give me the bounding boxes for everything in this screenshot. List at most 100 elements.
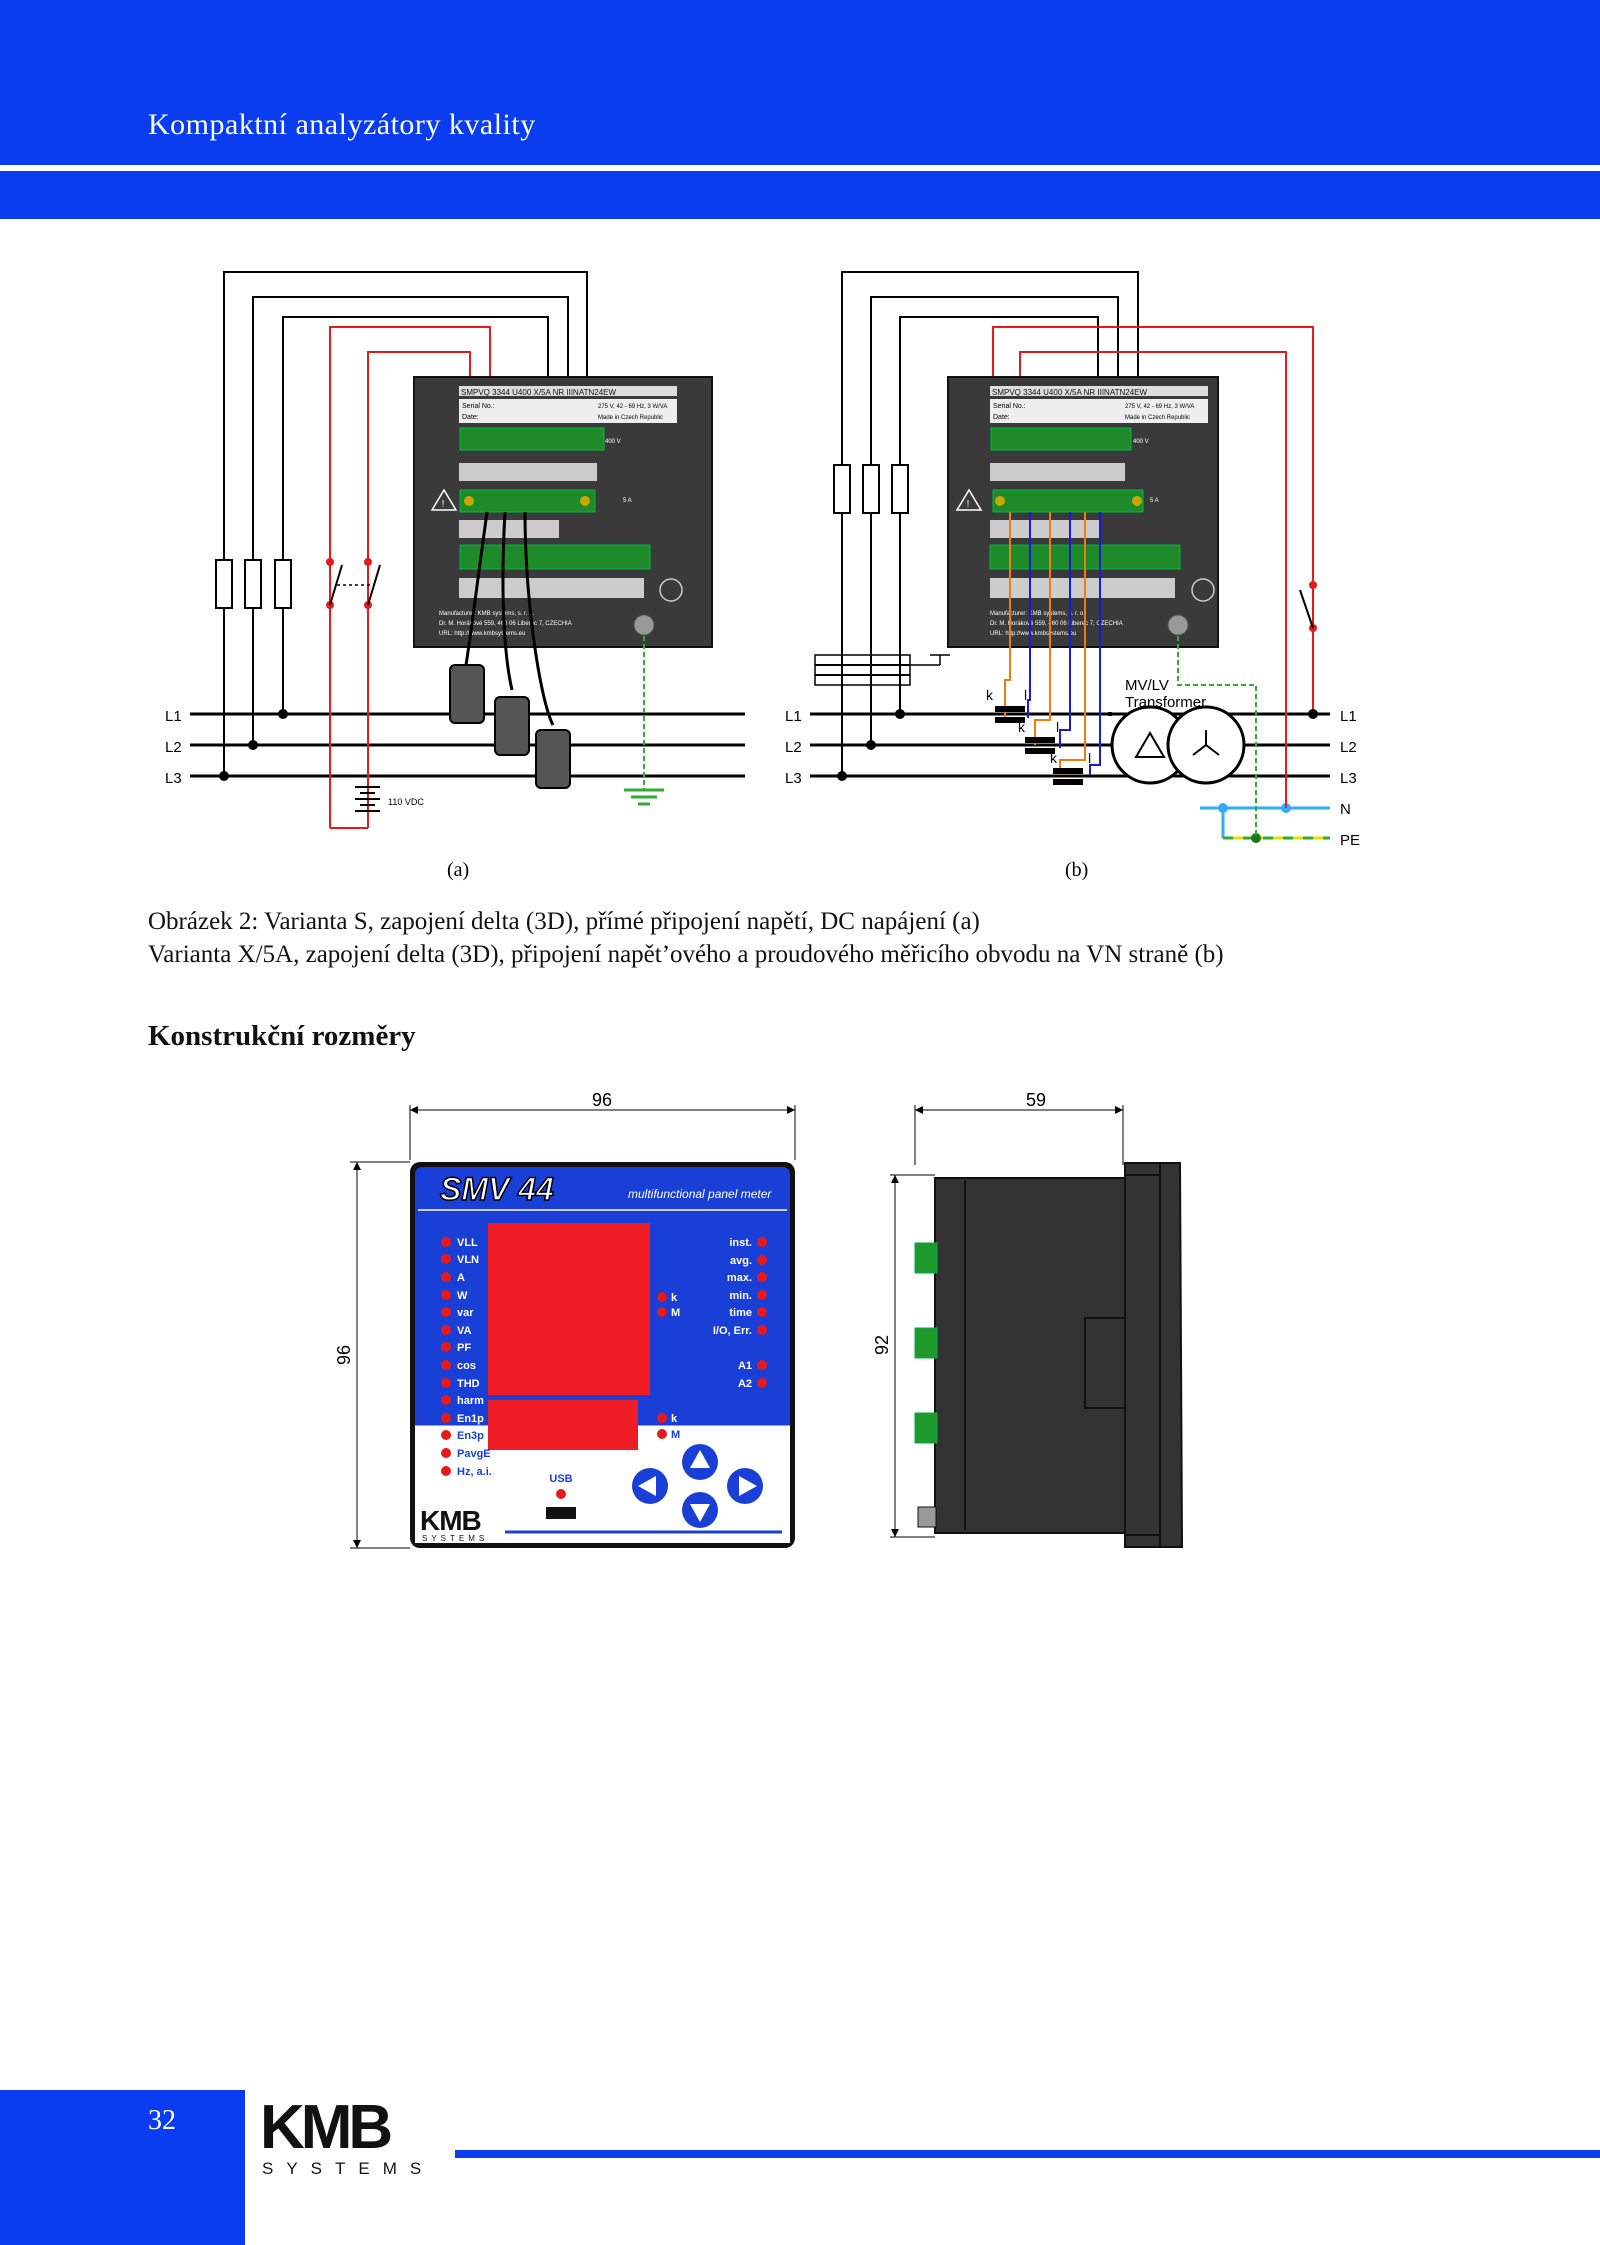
phase-label-l3-b-right: L3 [1340, 770, 1357, 787]
led-label-io: I/O, Err. [713, 1325, 752, 1337]
led-label-vll: VLL [457, 1237, 478, 1249]
meter-cat-a-b: 5 A [1150, 498, 1159, 504]
meter-address-b: Dr. M. Horákové 559, 460 06 Liberec 7, C… [990, 621, 1123, 627]
left-led-column: VLL VLN A W var VA PF cos THD harm En1p … [441, 1237, 492, 1478]
meter-strip-a: SMPVQ 3344 U400 X/5A NR IIINATN24EW [461, 388, 616, 397]
meter-manufacturer-b: Manufacturer: KMB systems, s. r. o. [990, 611, 1085, 617]
phase-label-l1-a: L1 [165, 708, 182, 725]
meter-cat-v-b: 400 V [1133, 439, 1149, 445]
device-brand: KMB [420, 1505, 481, 1536]
led-label-w: W [457, 1290, 468, 1302]
header-band [0, 0, 1600, 165]
footer-rule [455, 2150, 1600, 2158]
dim-side-depth: 59 [1026, 1090, 1046, 1110]
phase-label-l3-a: L3 [165, 770, 182, 787]
led-label-va: VA [457, 1325, 472, 1337]
svg-text:!: ! [442, 499, 445, 510]
led-label-thd: THD [457, 1378, 480, 1390]
nav-buttons [632, 1444, 763, 1528]
caption-line-2: Varianta X/5A, zapojení delta (3D), přip… [148, 941, 1224, 968]
dimension-drawing: 96 96 SMV 44 multifunctional panel meter… [334, 1090, 1184, 1549]
led-label-var: var [457, 1307, 474, 1319]
meter-date-a: Date: [462, 414, 479, 421]
diagram-b: L1 L2 L3 L1 L2 L3 N PE [785, 271, 1360, 881]
phase-label-l3-b: L3 [785, 770, 802, 787]
wiring-diagram: L1 L2 L3 110 VDC SMPVQ 334 [165, 271, 1360, 881]
usb-label: USB [549, 1473, 572, 1485]
right-led-column: inst. avg. max. min. time I/O, Err. A1 A… [713, 1237, 767, 1390]
meter-rating-a: 275 V, 42 - 69 Hz, 3 W/VA [598, 404, 667, 410]
dim-front-width: 96 [592, 1090, 612, 1110]
led-label-inst: inst. [729, 1237, 752, 1249]
meter-cat-v-a: 400 V [605, 439, 621, 445]
footer-brand: KMB [260, 2093, 390, 2162]
led-label-en1p: En1p [457, 1413, 484, 1425]
led-label-m-2: M [671, 1429, 680, 1441]
meter-url-b: URL: http://www.kmbsystems.eu [990, 631, 1076, 637]
page-title: Kompaktní analyzátory kvality [148, 108, 536, 141]
page-number: 32 [148, 2105, 176, 2136]
ct-l-1: l [1024, 687, 1027, 703]
meter-cat-a-a: 5 A [623, 498, 632, 504]
led-label-pf: PF [457, 1342, 471, 1354]
header-divider [0, 165, 1600, 171]
led-label-harm: harm [457, 1395, 484, 1407]
meter-manufacturer-a: Manufacturer: KMB systems, s. r. o. [439, 611, 534, 617]
ct-k-2: k [1018, 719, 1026, 735]
led-label-k-1: k [671, 1292, 678, 1304]
led-label-en3p: En3p [457, 1430, 484, 1442]
transformer-label-1: MV/LV [1125, 677, 1169, 694]
device-model: SMV 44 [440, 1171, 554, 1207]
led-label-time: time [729, 1307, 752, 1319]
dim-side-height: 92 [872, 1335, 892, 1355]
device-subtitle: multifunctional panel meter [628, 1187, 772, 1201]
led-label-a: A [457, 1272, 465, 1284]
led-label-m-1: M [671, 1307, 680, 1319]
meter-rating-b: 275 V, 42 - 69 Hz, 3 W/VA [1125, 404, 1194, 410]
label-b: (b) [1065, 859, 1088, 881]
caption-line-1: Obrázek 2: Varianta S, zapojení delta (3… [148, 908, 980, 935]
device-brand-sub: SYSTEMS [422, 1534, 488, 1543]
led-label-pavge: PavgE [457, 1448, 491, 1460]
led-label-hz: Hz, a.i. [457, 1466, 492, 1478]
label-a: (a) [447, 859, 469, 881]
section-title: Konstrukční rozměry [148, 1020, 416, 1052]
neutral-label: N [1340, 801, 1351, 818]
dim-front-height: 96 [334, 1345, 354, 1365]
meter-made-a: Made in Czech Republic [598, 415, 663, 421]
phase-label-l2-b-right: L2 [1340, 739, 1357, 756]
led-label-cos: cos [457, 1360, 476, 1372]
footer-brand-sub: SYSTEMS [262, 2159, 434, 2178]
footer-page-box [0, 2090, 245, 2245]
meter-date-b: Date: [993, 414, 1010, 421]
header-band-lower [0, 171, 1600, 219]
usb-port[interactable] [546, 1507, 576, 1519]
phase-label-l2-a: L2 [165, 739, 182, 756]
meter-made-b: Made in Czech Republic [1125, 415, 1190, 421]
kmb-logo: KMB SYSTEMS [260, 2093, 434, 2178]
ct-k-3: k [1050, 750, 1058, 766]
meter-strip-b: SMPVQ 3344 U400 X/5A NR IIINATN24EW [992, 388, 1147, 397]
led-label-a2: A2 [738, 1378, 752, 1390]
ct-l-2: l [1056, 719, 1059, 735]
meter-serial-a: Serial No.: [462, 403, 495, 410]
led-label-a1: A1 [738, 1360, 752, 1372]
pe-label: PE [1340, 832, 1360, 849]
led-label-avg: avg. [730, 1255, 752, 1267]
supply-label: 110 VDC [388, 797, 424, 807]
meter-serial-b: Serial No.: [993, 403, 1026, 410]
phase-label-l1-b-right: L1 [1340, 708, 1357, 725]
ct-k-1: k [986, 687, 994, 703]
figure-caption: Obrázek 2: Varianta S, zapojení delta (3… [148, 905, 1224, 971]
led-label-min: min. [729, 1290, 752, 1302]
transformer-label-2: Transformer [1125, 694, 1206, 711]
svg-text:!: ! [967, 499, 970, 510]
diagram-a: L1 L2 L3 110 VDC SMPVQ 334 [165, 271, 745, 881]
led-label-max: max. [727, 1272, 752, 1284]
phase-label-l2-b: L2 [785, 739, 802, 756]
meter-url-a: URL: http://www.kmbsystems.eu [439, 631, 525, 637]
led-label-vln: VLN [457, 1254, 479, 1266]
phase-label-l1-b: L1 [785, 708, 802, 725]
ct-l-3: l [1088, 750, 1091, 766]
led-label-k-2: k [671, 1413, 678, 1425]
